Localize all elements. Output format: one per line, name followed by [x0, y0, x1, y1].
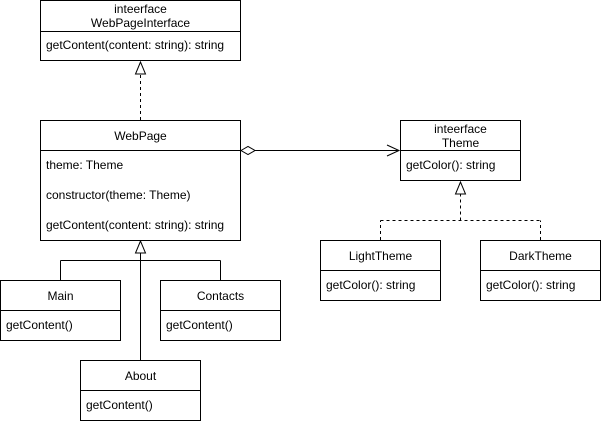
- class-contacts[interactable]: Contacts getContent(): [160, 280, 281, 341]
- method-label: getColor(): string: [486, 278, 576, 292]
- class-webpageinterface[interactable]: inteerface WebPageInterface getContent(c…: [40, 0, 241, 61]
- method-label: getContent(): [6, 318, 73, 332]
- class-name: LightTheme: [348, 248, 413, 263]
- class-webpage[interactable]: WebPage theme: Theme constructor(theme: …: [40, 120, 241, 241]
- class-about[interactable]: About getContent(): [80, 360, 201, 421]
- constructor-label: constructor(theme: Theme): [46, 188, 191, 202]
- class-lighttheme[interactable]: LightTheme getColor(): string: [320, 240, 441, 301]
- class-header: LightTheme: [321, 241, 440, 271]
- method-label: getContent(content: string): string: [46, 218, 225, 232]
- class-header: WebPage: [41, 121, 240, 151]
- class-name: Main: [47, 288, 74, 303]
- class-name: WebPage: [114, 128, 167, 143]
- method-label: getColor(): string: [326, 278, 416, 292]
- class-header: inteerface Theme: [401, 121, 520, 151]
- generalization-pages-to-webpage: [60, 239, 221, 360]
- realization-webpage-to-webpageinterface: [134, 60, 147, 120]
- class-header: DarkTheme: [481, 241, 600, 271]
- realization-themes-to-theme: [380, 180, 541, 240]
- method-label: getColor(): string: [406, 158, 496, 172]
- class-name: About: [124, 368, 157, 383]
- class-main[interactable]: Main getContent(): [0, 280, 121, 341]
- class-name: Contacts: [196, 288, 245, 303]
- aggregation-webpage-to-theme: [239, 144, 401, 157]
- method-label: getContent(): [86, 398, 153, 412]
- class-name: DarkTheme: [509, 248, 572, 263]
- class-theme[interactable]: inteerface Theme getColor(): string: [400, 120, 521, 181]
- stereotype-label: inteerface: [434, 121, 487, 136]
- class-name: Theme: [441, 135, 480, 150]
- method-label: getContent(content: string): string: [46, 38, 225, 52]
- class-header: Main: [1, 281, 120, 311]
- class-header: About: [81, 361, 200, 391]
- class-header: Contacts: [161, 281, 280, 311]
- class-header: inteerface WebPageInterface: [41, 1, 240, 32]
- method-label: getContent(): [166, 318, 233, 332]
- class-name: WebPageInterface: [90, 16, 191, 30]
- class-darktheme[interactable]: DarkTheme getColor(): string: [480, 240, 601, 301]
- stereotype-label: inteerface: [114, 2, 167, 16]
- attribute-label: theme: Theme: [46, 158, 124, 172]
